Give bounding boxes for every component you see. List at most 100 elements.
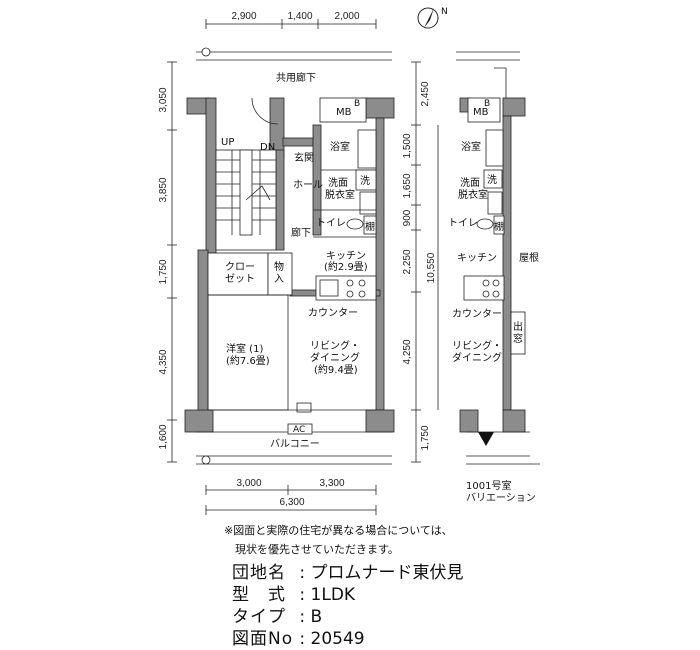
variation-washer (483, 169, 503, 189)
ac-label: AC (293, 425, 305, 435)
variation-wash-label-2: 脱衣室 (458, 188, 488, 201)
variation-marker-icon (478, 432, 494, 446)
variation-toilet-label: トイレ (448, 218, 478, 229)
dim-left-1: 3,050 (158, 87, 169, 112)
info-row-drawing-no: 図面No : 20549 (232, 629, 365, 649)
variation-toilet-bowl (476, 218, 494, 230)
info-key: 団地名 (232, 563, 286, 583)
dim-left-4: 4,350 (158, 349, 169, 374)
western-room-size: (約7.6畳) (226, 354, 270, 367)
variation-roof-label: 屋根 (519, 251, 539, 264)
info-key: タイプ (232, 607, 286, 627)
living-size-label: (約9.4畳) (314, 363, 358, 376)
info-key: 図面No (232, 629, 294, 649)
info-value: 20549 (310, 629, 365, 649)
info-row-subtype: タイプ : B (232, 607, 323, 627)
variation-counter-label: カウンター (452, 308, 502, 320)
dim-left-3: 1,750 (158, 259, 169, 284)
variation-wash-label-1: 洗面 (460, 177, 480, 189)
storage-label-1: 物 (274, 260, 284, 273)
bathtub (357, 129, 377, 169)
variation-shelf-label: 棚 (494, 220, 504, 233)
living-label-1: リビング・ (310, 339, 360, 352)
ac-unit-upper (296, 402, 312, 413)
compass-label: N (441, 7, 448, 17)
info-row-name: 団地名 : プロムナード東伏見 (232, 563, 464, 583)
dim-right-total: 10,550 (426, 252, 437, 283)
floor-plan: 2,900 1,400 2,000 N 3,050 3,850 1,750 4,… (158, 7, 540, 515)
western-room-label: 洋室 (1) (226, 342, 263, 355)
staircase (215, 149, 277, 251)
balcony-label: バルコニー (270, 438, 320, 450)
variation-living-label-2: ダイニング (452, 351, 502, 364)
counter-label: カウンター (308, 307, 358, 319)
info-value: 1LDK (310, 585, 356, 605)
dim-bottom-2: 3,300 (319, 478, 344, 489)
dim-right-4: 900 (402, 209, 413, 226)
wash-label-2: 脱衣室 (325, 188, 355, 201)
corridor-label: 共用廊下 (276, 71, 316, 84)
info-key: 型 式 (232, 585, 286, 605)
note-line-1: ※図面と実際の住宅が異なる場合については、 (224, 524, 453, 537)
dim-right-2: 1,500 (402, 133, 413, 158)
dim-right-5: 2,250 (402, 249, 413, 274)
variation-b-label: B (484, 99, 490, 109)
b-label: B (354, 99, 360, 109)
shelf-label: 棚 (365, 220, 375, 233)
dim-bottom-1: 3,000 (236, 478, 261, 489)
info-value: プロムナード東伏見 (310, 563, 464, 583)
stair-dn-label: DN (260, 142, 275, 153)
variation-living-label-1: リビング・ (452, 339, 502, 352)
washer (355, 169, 377, 191)
variation-caption-2: バリエーション (466, 492, 536, 504)
variation-bay-label-2: 窓 (513, 332, 523, 345)
variation-bathtub (485, 129, 504, 167)
mb-box (319, 97, 367, 123)
living-label-2: ダイニング (310, 351, 360, 364)
closet-label-1: クロー (225, 261, 255, 273)
washer-label: 洗 (360, 175, 370, 187)
storage-label-2: 入 (274, 274, 284, 285)
variation-vanity (487, 191, 503, 215)
dim-right-3: 1,650 (402, 173, 413, 198)
entrance-door (251, 97, 279, 125)
right-dimension-line (411, 61, 439, 463)
variation-shelf (493, 215, 505, 235)
vanity (359, 191, 377, 215)
stair-up-label: UP (221, 137, 234, 148)
dim-left-5: 1,600 (158, 424, 169, 449)
storage (267, 252, 293, 296)
entrance-label: 玄関 (294, 151, 314, 164)
dim-right-6: 4,250 (402, 339, 413, 364)
hallway-label: 廊下 (291, 226, 311, 239)
variation-bath-label: 浴室 (461, 140, 481, 153)
left-dimension-line (167, 61, 177, 463)
dim-left-2: 3,850 (158, 177, 169, 202)
closet (207, 252, 269, 296)
wash-label-1: 洗面 (328, 177, 348, 189)
info-value: B (310, 607, 323, 627)
mb-label: MB (336, 107, 352, 118)
variation-mb-box (467, 97, 501, 123)
bottom-dimension-line (205, 485, 377, 515)
north-arrow-icon (417, 7, 439, 29)
dim-right-1: 2,450 (420, 81, 431, 106)
bath-label: 浴室 (330, 140, 350, 153)
kitchen-label: キッチン (326, 250, 366, 262)
variation-bay-window (510, 311, 526, 355)
top-dimension-line (205, 19, 377, 29)
closet-label-2: ゼット (225, 273, 255, 285)
variation-walls (456, 51, 540, 465)
dim-top-1: 2,900 (231, 11, 256, 22)
toilet-shelf (363, 215, 377, 235)
dim-bottom-total: 6,300 (279, 497, 304, 508)
ac-unit (287, 423, 313, 435)
property-info: 団地名 : プロムナード東伏見 型 式 : 1LDK タイプ : B 図面No … (232, 562, 464, 650)
kitchen-size-label: (約2.9畳) (324, 260, 368, 273)
hall-label: ホール (293, 179, 323, 191)
note-line-2: 現状を優先させていただきます。 (224, 543, 399, 556)
common-corridor (196, 47, 392, 61)
dim-right-7: 1,750 (420, 425, 431, 450)
variation-mb-label: MB (473, 107, 489, 118)
toilet-bowl (346, 218, 364, 230)
